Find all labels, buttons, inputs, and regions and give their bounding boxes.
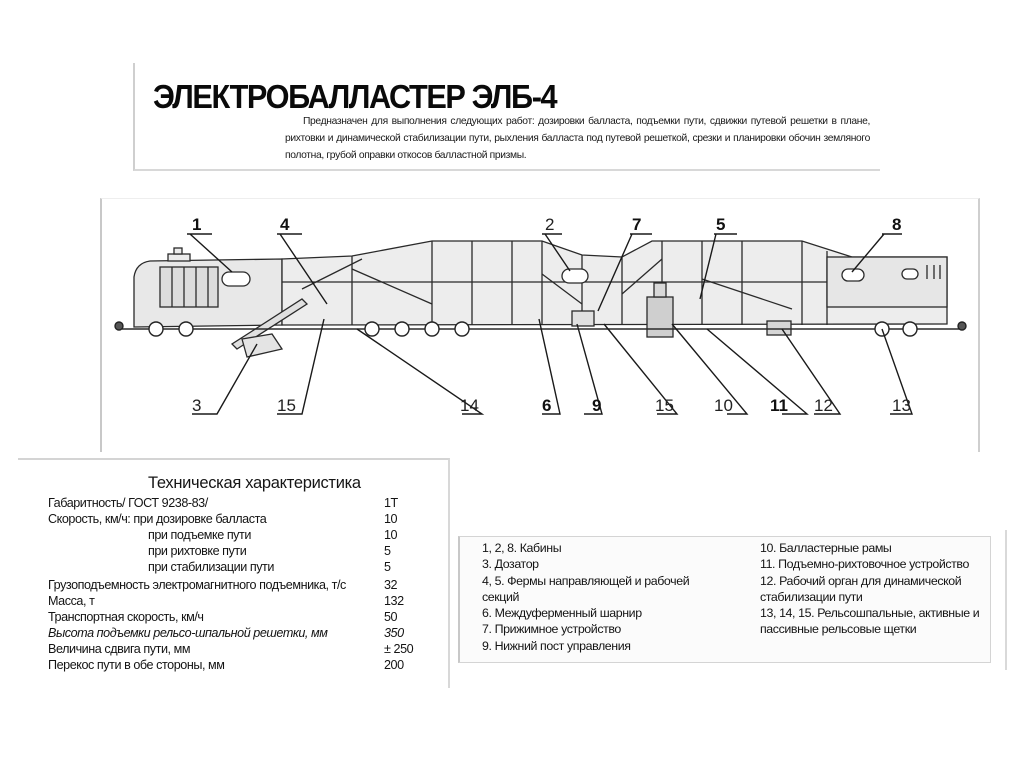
callout-5: 5 bbox=[716, 215, 725, 234]
spec-label: при стабилизации пути bbox=[148, 560, 274, 574]
machine-diagram: 1 4 2 7 5 8 3 15 14 6 9 15 10 11 12 13 bbox=[100, 198, 980, 452]
spec-value: 132 bbox=[384, 594, 404, 608]
bogies bbox=[114, 321, 967, 337]
legend-item: 9. Нижний пост управления bbox=[482, 638, 631, 653]
callout-2: 2 bbox=[545, 215, 554, 234]
legend-item: 7. Прижимное устройство bbox=[482, 622, 621, 637]
spec-value: 10 bbox=[384, 528, 398, 542]
legend-column-left: 1, 2, 8. Кабины 3. Дозатор 4, 5. Фермы н… bbox=[482, 540, 732, 654]
legend-item: 1, 2, 8. Кабины bbox=[482, 541, 562, 555]
spec-value: 50 bbox=[384, 610, 398, 624]
callout-15a: 15 bbox=[277, 396, 296, 415]
callout-3: 3 bbox=[192, 396, 201, 415]
callout-14: 14 bbox=[460, 396, 479, 415]
spec-row: Масса, т 132 bbox=[48, 594, 428, 610]
legend-item: 4, 5. Фермы направляющей и рабочей bbox=[482, 573, 690, 588]
legend-item: 12. Рабочий орган для динамической bbox=[760, 573, 962, 588]
spec-row: Скорость, км/ч: при дозировке балласта 10 bbox=[48, 512, 428, 528]
callout-4: 4 bbox=[280, 215, 290, 234]
callout-11: 11 bbox=[770, 396, 788, 415]
spec-value: 1Т bbox=[384, 496, 398, 510]
spec-label: Высота подъемки рельсо-шпальной решетки,… bbox=[48, 626, 328, 640]
legend-item: 11. Подъемно-рихтовочное устройство bbox=[760, 557, 969, 572]
legend-item: 10. Балластерные рамы bbox=[760, 541, 892, 555]
spec-value: 10 bbox=[384, 512, 398, 526]
description-text: Предназначен для выполнения следующих ра… bbox=[285, 116, 870, 161]
spec-row: Габаритность/ ГОСТ 9238-83/1Т bbox=[48, 496, 428, 512]
legend-item: 3. Дозатор bbox=[482, 557, 539, 572]
machine-body bbox=[122, 240, 962, 358]
legend-column-right: 10. Балластерные рамы 11. Подъемно-рихто… bbox=[760, 540, 995, 638]
callout-13: 13 bbox=[892, 396, 911, 415]
legend-item: секций bbox=[482, 589, 520, 604]
legend-item: 13, 14, 15. Рельсошпальные, активные и bbox=[760, 606, 980, 621]
spec-label: Транспортная скорость, км/ч bbox=[48, 610, 204, 624]
callout-9: 9 bbox=[592, 396, 601, 415]
spec-label: при рихтовке пути bbox=[148, 544, 247, 558]
spec-row: Высота подъемки рельсо-шпальной решетки,… bbox=[48, 626, 428, 642]
spec-label: Скорость, км/ч: при дозировке балласта bbox=[48, 512, 267, 526]
spec-row: при стабилизации пути 5 bbox=[48, 560, 428, 576]
callout-7: 7 bbox=[632, 215, 641, 234]
spec-value: 200 bbox=[384, 658, 404, 672]
spec-value: 5 bbox=[384, 544, 391, 558]
spec-label: Масса, т bbox=[48, 594, 95, 608]
legend-item: пассивные рельсовые щетки bbox=[760, 622, 917, 637]
specs-panel: Техническая характеристика Габаритность/… bbox=[18, 458, 450, 688]
spec-label: Величина сдвига пути, мм bbox=[48, 642, 191, 656]
legend-item: 6. Междуферменный шарнир bbox=[482, 606, 642, 621]
callout-1: 1 bbox=[192, 215, 201, 234]
callout-12: 12 bbox=[814, 396, 833, 415]
callout-8: 8 bbox=[892, 215, 901, 234]
spec-value: 32 bbox=[384, 578, 398, 592]
spec-row: при рихтовке пути 5 bbox=[48, 544, 428, 560]
legend-panel: 1, 2, 8. Кабины 3. Дозатор 4, 5. Фермы н… bbox=[458, 536, 991, 663]
spec-value: 350 bbox=[384, 626, 404, 640]
spec-label: Перекос пути в обе стороны, мм bbox=[48, 658, 225, 672]
spec-row: Перекос пути в обе стороны, мм 200 bbox=[48, 658, 428, 674]
spec-label: Габаритность/ ГОСТ 9238-83/ bbox=[48, 496, 208, 510]
callout-6: 6 bbox=[542, 396, 551, 415]
machine-drawing: 1 4 2 7 5 8 3 15 14 6 9 15 10 11 12 13 bbox=[114, 215, 967, 415]
legend-item: стабилизации пути bbox=[760, 589, 863, 604]
spec-value: 5 bbox=[384, 560, 391, 574]
spec-label: при подъемке пути bbox=[148, 528, 251, 542]
spec-row: Величина сдвига пути, мм ± 250 bbox=[48, 642, 428, 658]
spec-label: Грузоподъемность электромагнитного подъе… bbox=[48, 578, 346, 592]
callout-10: 10 bbox=[714, 396, 733, 415]
callout-15b: 15 bbox=[655, 396, 674, 415]
page-title: ЭЛЕКТРОБАЛЛАСТЕР ЭЛБ-4 bbox=[153, 78, 558, 115]
callout-lines bbox=[187, 233, 913, 415]
specs-title: Техническая характеристика bbox=[148, 474, 361, 492]
spec-row: Грузоподъемность электромагнитного подъе… bbox=[48, 578, 428, 594]
spec-row: при подъемке пути 10 bbox=[48, 528, 428, 544]
header-panel: ЭЛЕКТРОБАЛЛАСТЕР ЭЛБ-4 Предназначен для … bbox=[133, 63, 880, 171]
divider bbox=[1005, 530, 1007, 670]
spec-value: ± 250 bbox=[384, 642, 414, 656]
spec-row: Транспортная скорость, км/ч 50 bbox=[48, 610, 428, 626]
